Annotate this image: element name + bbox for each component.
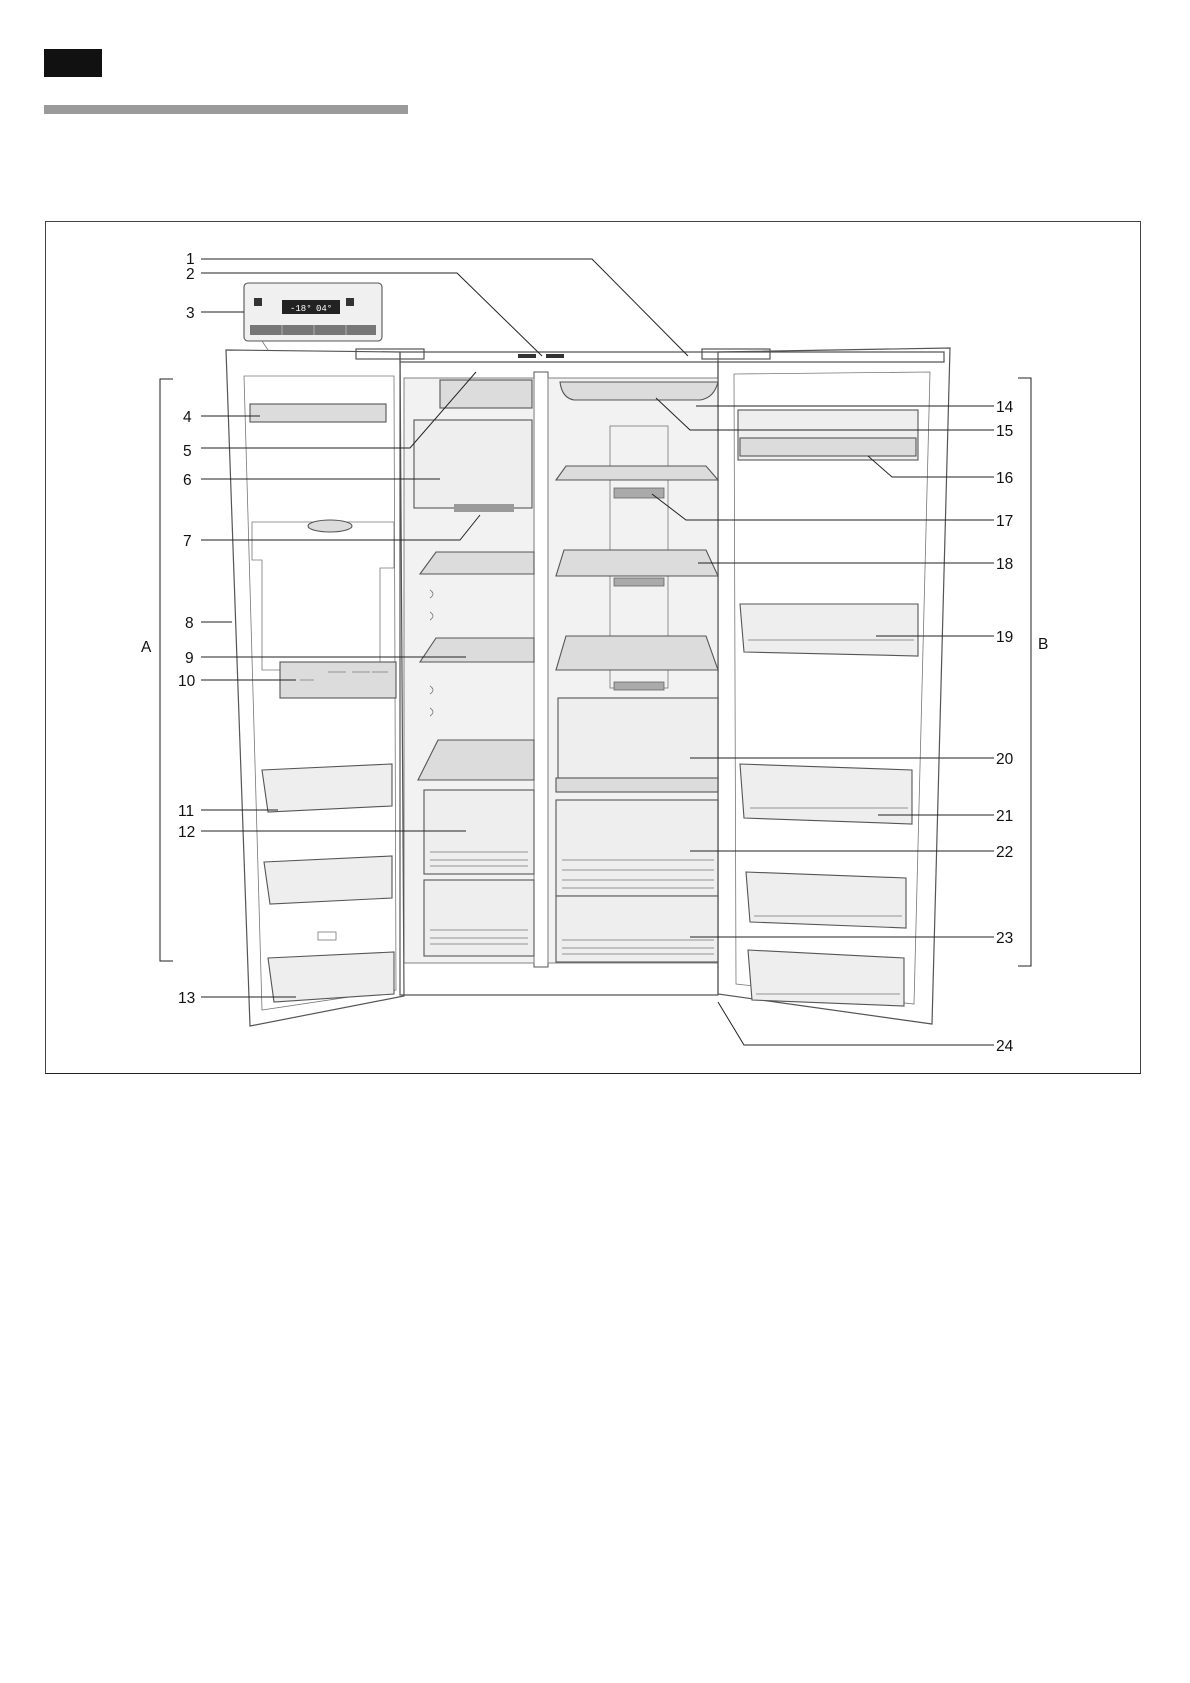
- display-freezer-temp: -18°: [290, 304, 312, 314]
- callout-21: 21: [996, 808, 1013, 825]
- callout-12: 12: [178, 824, 195, 841]
- leader-lines: [201, 258, 994, 1046]
- callout-8: 8: [185, 615, 194, 632]
- callout-15: 15: [996, 423, 1013, 440]
- callout-18: 18: [996, 556, 1013, 573]
- callout-19: 19: [996, 629, 1013, 646]
- callout-3: 3: [186, 305, 195, 322]
- callout-6: 6: [183, 472, 192, 489]
- callout-22: 22: [996, 844, 1013, 861]
- callout-23: 23: [996, 930, 1013, 947]
- callout-5: 5: [183, 443, 192, 460]
- group-label-b: B: [1038, 636, 1048, 653]
- callout-1: 1: [186, 251, 195, 268]
- display-fridge-temp: 04°: [316, 304, 332, 314]
- callout-2: 2: [186, 266, 195, 283]
- callout-4: 4: [183, 409, 192, 426]
- callout-10: 10: [178, 673, 196, 690]
- callout-numbers: 1 2 3 4 5 6 7 8 9 10 11 12 13 14 15 16 1…: [178, 251, 1014, 1055]
- group-label-a: A: [141, 639, 152, 656]
- callout-9: 9: [185, 650, 194, 667]
- bracket-fridge: [1018, 377, 1032, 967]
- callout-7: 7: [183, 533, 192, 550]
- callout-17: 17: [996, 513, 1013, 530]
- appliance-illustration: -18° 04°: [225, 282, 951, 1027]
- language-tab: [44, 49, 102, 77]
- diagram-frame: [45, 221, 1141, 1074]
- callout-16: 16: [996, 470, 1013, 487]
- callout-20: 20: [996, 751, 1014, 768]
- callout-24: 24: [996, 1038, 1014, 1055]
- section-rule: [44, 105, 408, 114]
- callout-13: 13: [178, 990, 195, 1007]
- callout-14: 14: [996, 399, 1014, 416]
- callout-11: 11: [178, 803, 194, 820]
- bracket-freezer: [159, 378, 173, 962]
